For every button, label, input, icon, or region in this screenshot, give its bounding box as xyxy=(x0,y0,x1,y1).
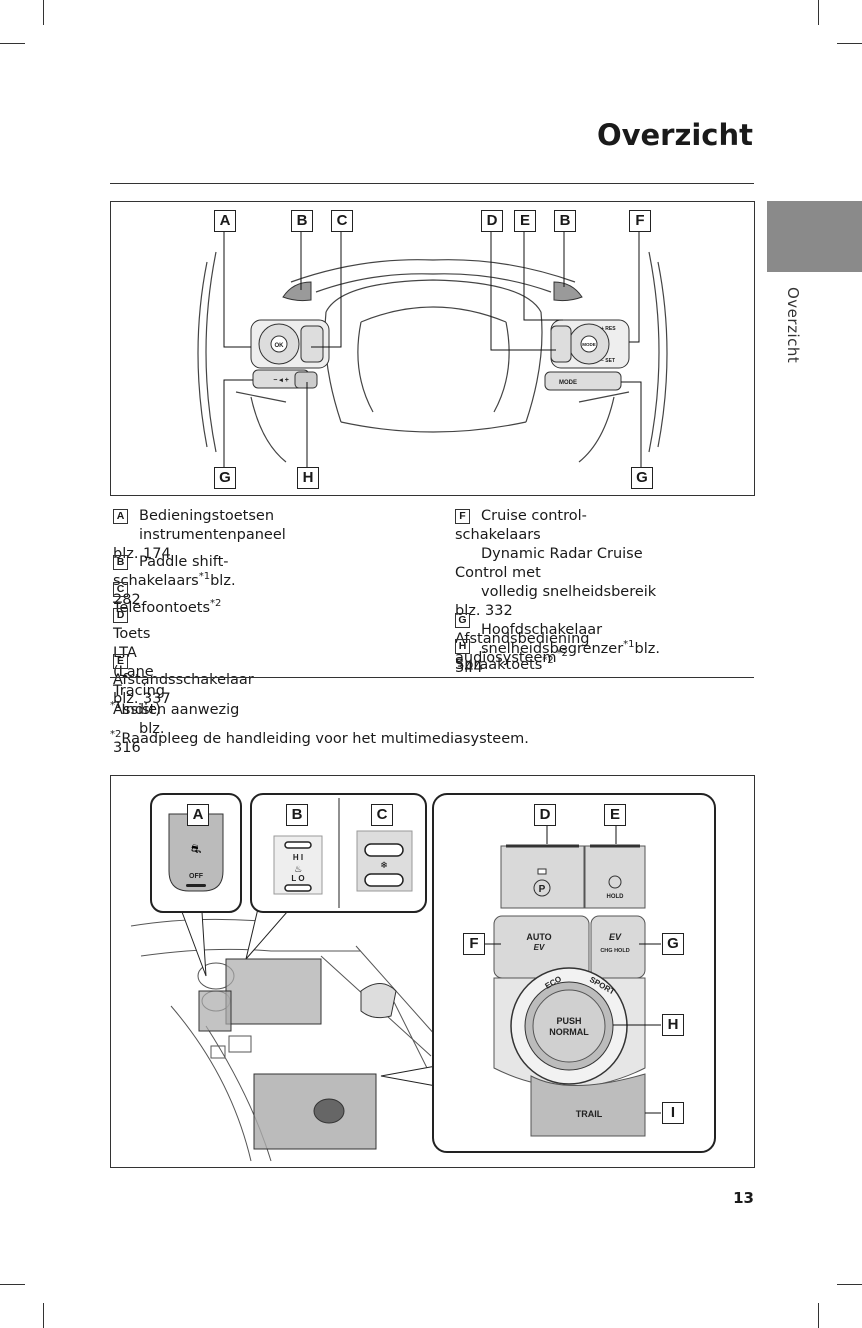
center-console-illustration: ⛐ OFF H I ♨ L O ❄ P HOLD AUTO EV EV CHG … xyxy=(130,793,716,1162)
parking-brake-icon: P xyxy=(539,884,546,895)
legend-text: Afstandsschakelaar blz. 337 xyxy=(113,672,254,707)
legend-item-e: E Afstandsschakelaar blz. 337 xyxy=(113,652,254,709)
title-rule xyxy=(110,183,754,184)
crop-mark xyxy=(0,1284,25,1285)
footnote-1: *1Indien aanwezig xyxy=(110,700,240,719)
legend-text: Toets LTA (Lane Tracing Assist) xyxy=(113,626,165,718)
crop-mark xyxy=(818,0,819,25)
volume-button-label: − ◂ + xyxy=(273,377,289,384)
ev-label: EV xyxy=(609,932,622,942)
legend-key: B xyxy=(113,555,128,570)
footnote-ref: *2 xyxy=(556,648,568,659)
legend-item-h: H Spraaktoets*2 xyxy=(455,637,554,675)
crop-mark xyxy=(43,1303,44,1328)
steering-wheel-figure: OK − ◂ + + RES MODE − SET MODE A B C D xyxy=(110,201,755,496)
footnote-text: Raadpleeg de handleiding voor het multim… xyxy=(121,731,529,747)
center-console-figure: ⛐ OFF H I ♨ L O ❄ P HOLD AUTO EV EV CHG … xyxy=(110,775,755,1168)
callout-h: H xyxy=(297,467,319,489)
mode-audio-label: MODE xyxy=(559,380,577,386)
legend-text: Hoofdschakelaar xyxy=(481,622,603,638)
legend-text: snelheidsbegrenzer xyxy=(481,641,624,657)
normal-label: NORMAL xyxy=(549,1027,589,1037)
callout-e: E xyxy=(514,210,536,232)
lo-label: L O xyxy=(291,874,304,883)
crop-mark xyxy=(818,1303,819,1328)
footnote-mark: *2 xyxy=(110,729,122,740)
legend-text: Telefoontoets xyxy=(113,600,211,616)
footnote-ref: *1 xyxy=(198,571,211,582)
callout-f: F xyxy=(629,210,651,232)
callout-e: E xyxy=(604,804,626,826)
off-label: OFF xyxy=(189,873,204,880)
res-button-label: + RES xyxy=(601,326,616,332)
legend-key: G xyxy=(455,613,470,628)
legend-text: Spraaktoets xyxy=(455,657,543,673)
callout-g: G xyxy=(214,467,236,489)
ok-button-label: OK xyxy=(275,343,285,349)
legend-item-g: G Afstandsbediening audiosysteem*2 xyxy=(455,611,589,668)
footnote-ref: *2 xyxy=(542,655,554,666)
footnote-ref: *1 xyxy=(623,639,635,650)
footnote-ref: *2 xyxy=(210,598,222,609)
crop-mark xyxy=(837,43,862,44)
footnote-text: Indien aanwezig xyxy=(121,702,240,718)
legend-text: Cruise control-schakelaars xyxy=(455,508,587,543)
crop-mark xyxy=(43,0,44,25)
auto-label: AUTO xyxy=(526,932,551,942)
page-title: Overzicht xyxy=(596,118,753,152)
callout-b: B xyxy=(554,210,576,232)
callout-a: A xyxy=(187,804,209,826)
callout-g: G xyxy=(631,467,653,489)
legend-text: blz. 316 xyxy=(113,721,165,756)
legend-key: E xyxy=(113,654,128,669)
set-button-label: − SET xyxy=(601,358,615,364)
steering-wheel-illustration: OK − ◂ + + RES MODE − SET MODE xyxy=(197,232,668,467)
footnote-mark: *1 xyxy=(110,700,122,711)
legend-text: Paddle shift-schakelaars xyxy=(113,554,229,589)
callout-i: I xyxy=(662,1102,684,1124)
legend-text: Bedieningstoetsen xyxy=(139,508,275,524)
auto-ev-label: EV xyxy=(534,943,545,952)
chapter-tab-label: Overzicht xyxy=(784,287,802,364)
callout-b: B xyxy=(291,210,313,232)
push-label: PUSH xyxy=(556,1016,581,1026)
callout-d: D xyxy=(534,804,556,826)
callout-c: C xyxy=(331,210,353,232)
mode-cruise-label: MODE xyxy=(582,342,596,347)
legend-key: A xyxy=(113,509,128,524)
chg-hold-label: CHG HOLD xyxy=(600,948,629,954)
callout-c: C xyxy=(371,804,393,826)
callout-f: F xyxy=(463,933,485,955)
callout-d: D xyxy=(481,210,503,232)
legend-key: C xyxy=(113,582,128,597)
callout-g: G xyxy=(662,933,684,955)
page-number: 13 xyxy=(733,1189,754,1207)
trail-label: TRAIL xyxy=(576,1109,603,1119)
legend-text: Afstandsbediening audiosysteem xyxy=(455,631,590,666)
footnote-2: *2Raadpleeg de handleiding voor het mult… xyxy=(110,729,529,748)
callout-a: A xyxy=(214,210,236,232)
legend-item-c: C Telefoontoets*2 xyxy=(113,580,221,618)
chapter-tab xyxy=(767,201,862,272)
hi-label: H I xyxy=(293,853,303,862)
legend-text: blz. 344 xyxy=(455,641,660,676)
legend-key: F xyxy=(455,509,470,524)
legend-item-d: D Toets LTA (Lane Tracing Assist) blz. 31… xyxy=(113,606,165,758)
seat-vent-icon: ❄ xyxy=(380,861,388,871)
callout-h: H xyxy=(662,1014,684,1036)
callout-b: B xyxy=(286,804,308,826)
hold-label: HOLD xyxy=(607,894,625,900)
traction-control-icon: ⛐ xyxy=(191,842,201,856)
seat-heater-icon: ♨ xyxy=(294,865,302,875)
legend-key: D xyxy=(113,608,128,623)
legend-key: H xyxy=(455,639,470,654)
crop-mark xyxy=(837,1284,862,1285)
crop-mark xyxy=(0,43,25,44)
legend-rule xyxy=(110,677,754,678)
legend-text: Dynamic Radar Cruise Control met xyxy=(455,546,643,581)
